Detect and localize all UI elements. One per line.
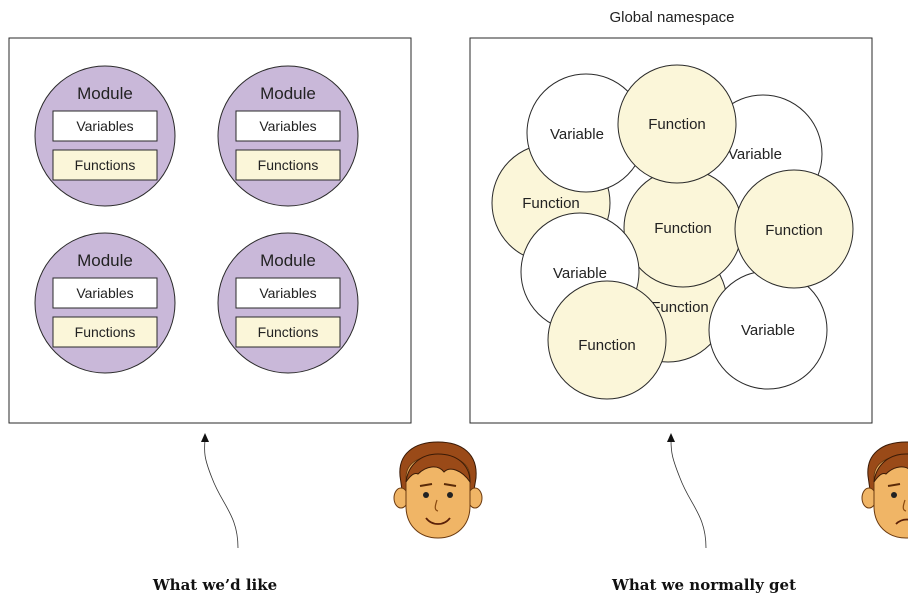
arrow-left xyxy=(201,433,239,549)
functions-box xyxy=(52,149,158,181)
functions-label: Functions xyxy=(75,324,136,340)
module-label: Module xyxy=(77,251,133,270)
functions-box xyxy=(235,316,341,348)
function-bubble: Function xyxy=(734,169,854,289)
function-label: Function xyxy=(578,337,636,354)
global-namespace-title: Global namespace xyxy=(609,9,734,26)
namespace-layer: FunctionVariableFunctionFunctionVariable… xyxy=(491,64,854,400)
arrow-right xyxy=(667,433,707,549)
function-bubble: Function xyxy=(617,64,737,184)
function-label: Function xyxy=(648,116,706,133)
variables-box xyxy=(235,110,341,142)
variables-box xyxy=(52,110,158,142)
variable-bubble: Variable xyxy=(708,270,828,390)
functions-label: Functions xyxy=(75,157,136,173)
variable-bubble: Variable xyxy=(526,73,646,193)
function-label: Function xyxy=(765,222,823,239)
sad-face-icon xyxy=(861,441,908,539)
variables-label: Variables xyxy=(76,118,133,134)
functions-label: Functions xyxy=(258,324,319,340)
function-circle xyxy=(617,64,737,184)
functions-box xyxy=(52,316,158,348)
variables-box xyxy=(235,277,341,309)
variable-label: Variable xyxy=(553,265,607,282)
module-label: Module xyxy=(260,251,316,270)
function-label: Function xyxy=(651,299,709,316)
module-label: Module xyxy=(77,84,133,103)
function-label: Function xyxy=(522,195,580,212)
function-bubble: Function xyxy=(623,168,743,288)
variable-label: Variable xyxy=(741,322,795,339)
function-circle xyxy=(734,169,854,289)
function-circle xyxy=(547,280,667,400)
function-label: Function xyxy=(654,220,712,237)
function-bubble: Function xyxy=(547,280,667,400)
variable-label: Variable xyxy=(550,126,604,143)
happy-face-icon xyxy=(393,441,483,539)
modules-layer: ModuleVariablesFunctionsModuleVariablesF… xyxy=(34,65,359,374)
functions-label: Functions xyxy=(258,157,319,173)
variable-label: Variable xyxy=(728,146,782,163)
caption-left: What we’d like xyxy=(152,576,277,594)
module-label: Module xyxy=(260,84,316,103)
variables-label: Variables xyxy=(259,118,316,134)
variables-box xyxy=(52,277,158,309)
variables-label: Variables xyxy=(259,285,316,301)
variables-label: Variables xyxy=(76,285,133,301)
functions-box xyxy=(235,149,341,181)
caption-right: What we normally get xyxy=(611,576,796,594)
